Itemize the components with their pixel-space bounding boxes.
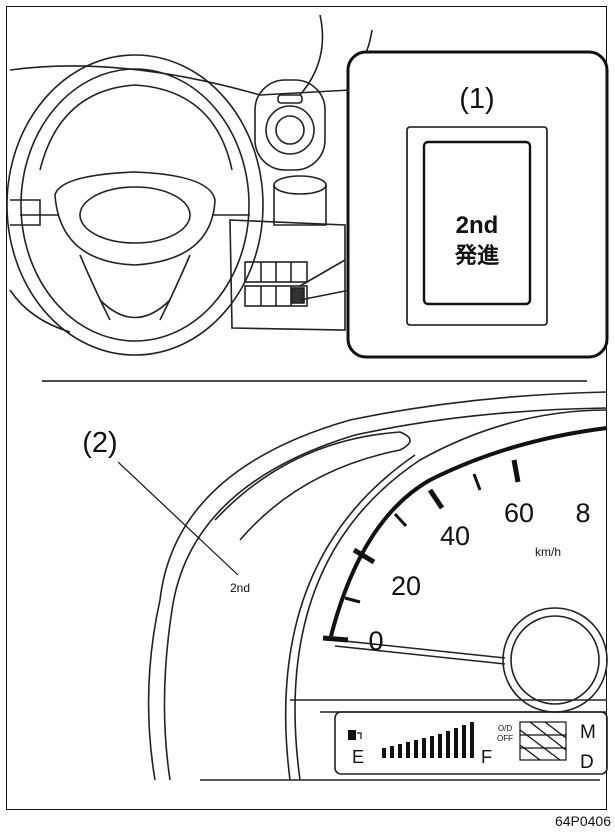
speed-label-20: 20 bbox=[391, 571, 421, 601]
gear-m-label: M bbox=[580, 722, 596, 743]
figure-code: 64P0406 bbox=[554, 813, 611, 829]
callout-label-2: (2) bbox=[82, 427, 117, 459]
speed-label-80-partial: 8 bbox=[575, 498, 590, 528]
speed-label-40: 40 bbox=[440, 521, 470, 551]
gear-d-label: D bbox=[580, 752, 594, 773]
od-label: O/D bbox=[498, 724, 512, 733]
instrument-cluster bbox=[147, 391, 608, 781]
odo-display-icon bbox=[519, 721, 567, 761]
speed-minor-ticks bbox=[344, 473, 482, 604]
callout-label-1: (1) bbox=[459, 83, 494, 115]
fuel-full-label: F bbox=[481, 747, 492, 767]
fuel-pump-icon bbox=[348, 730, 362, 740]
speed-label-0: 0 bbox=[368, 626, 383, 656]
callout-box-1 bbox=[346, 50, 609, 359]
callout-2-leader bbox=[117, 461, 239, 576]
fuel-empty-label: E bbox=[352, 747, 364, 767]
switch-label-start: 発進 bbox=[454, 243, 499, 268]
dashboard-illustration bbox=[6, 14, 373, 356]
od-off-label: OFF bbox=[497, 734, 513, 743]
fuel-gauge-bars bbox=[382, 722, 474, 758]
indicator-2nd: 2nd bbox=[230, 581, 250, 595]
speed-ticks bbox=[322, 459, 521, 643]
speed-scale-arc bbox=[328, 426, 608, 641]
speed-label-60: 60 bbox=[504, 498, 534, 528]
speed-unit-label: km/h bbox=[535, 545, 561, 559]
switch-label-2nd: 2nd bbox=[456, 212, 499, 239]
